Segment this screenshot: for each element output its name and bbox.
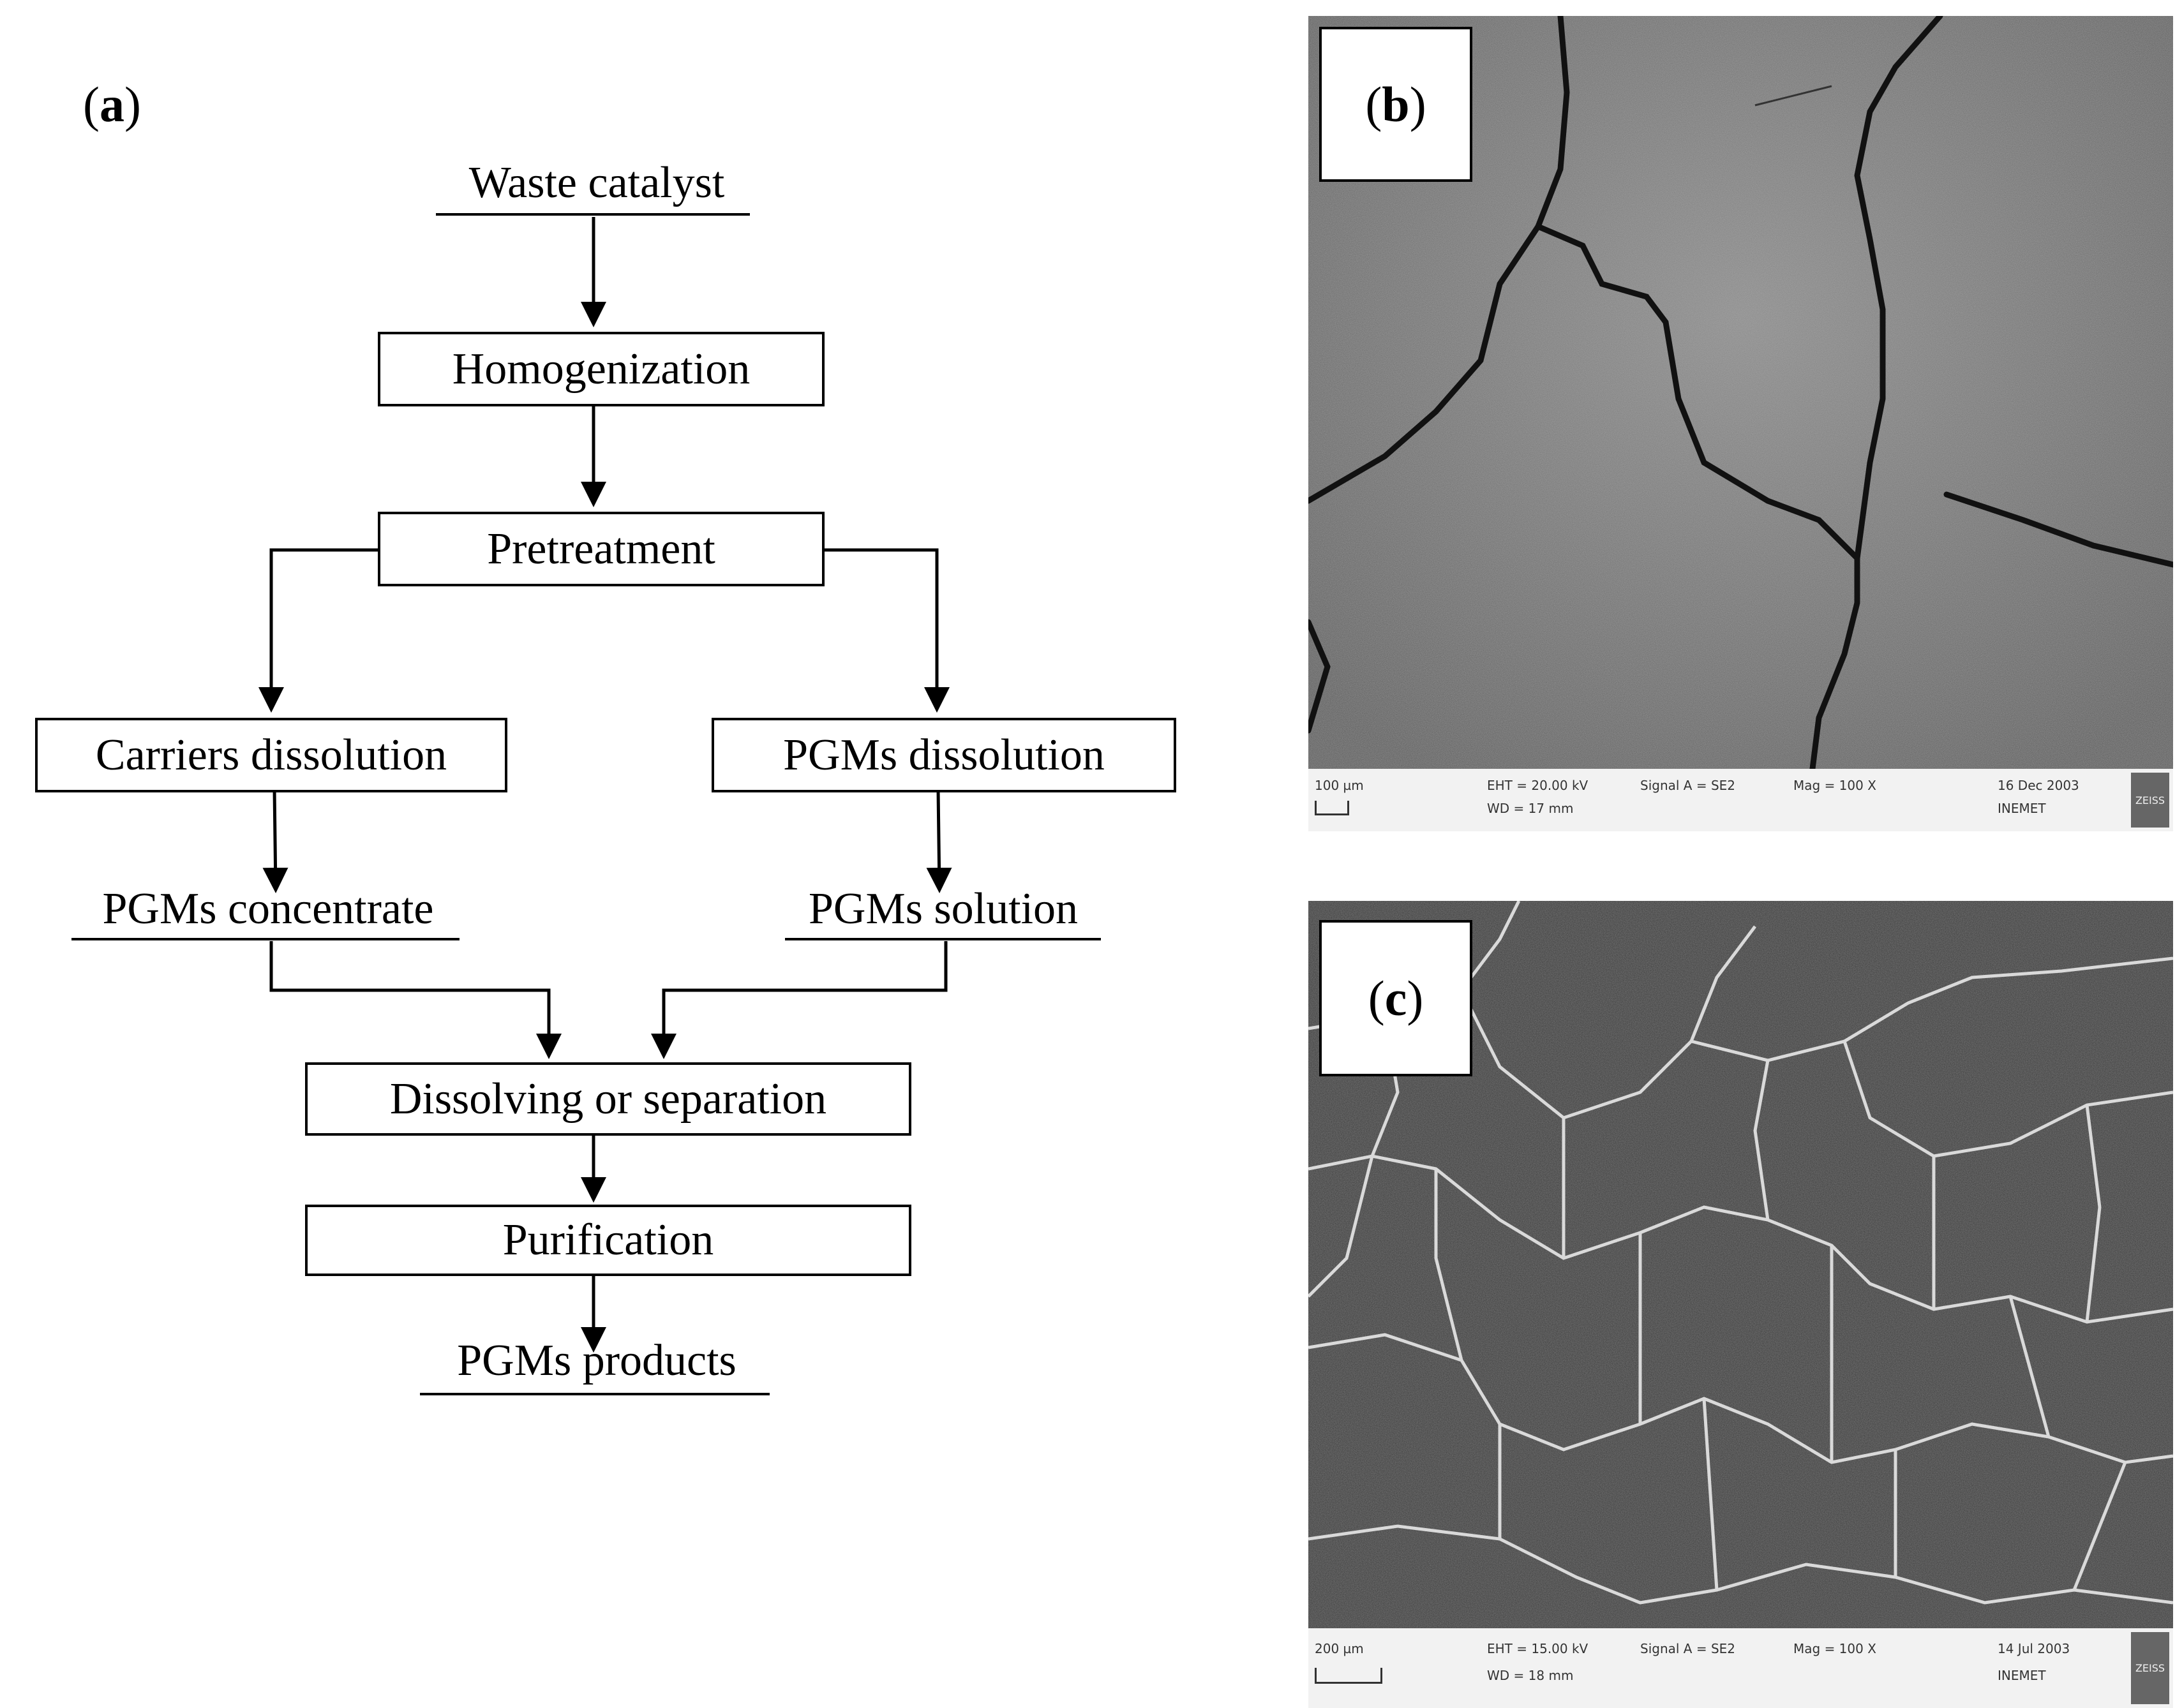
- sem-c-databar: 200 µm EHT = 15.00 kV WD = 18 mm Signal …: [1308, 1628, 2173, 1708]
- arrow-pretreat-carriers: [258, 548, 378, 713]
- panel-a-label: (a): [83, 80, 141, 130]
- pgms-solution-underline: [785, 938, 1101, 940]
- sem-b-eht: EHT = 20.00 kV: [1487, 778, 1588, 793]
- paren-open: (: [83, 77, 100, 132]
- sem-b-scalebar: [1315, 801, 1349, 815]
- zeiss-logo-text: ZEISS: [2135, 1662, 2165, 1674]
- panel-c-label: (c): [1319, 920, 1472, 1076]
- homogenization-text: Homogenization: [452, 344, 751, 394]
- sem-b-databar: 100 µm EHT = 20.00 kV WD = 17 mm Signal …: [1308, 769, 2173, 831]
- waste-catalyst-label: Waste catalyst: [468, 158, 725, 207]
- sem-b-org: INEMET: [1998, 801, 2046, 816]
- sem-b-mag: Mag = 100 X: [1793, 778, 1876, 793]
- dissolving-separation-text: Dissolving or separation: [389, 1074, 827, 1124]
- arrow-carriers-concentrate: [262, 789, 288, 893]
- arrow-concentrate-dissolving: [269, 941, 562, 1059]
- dissolving-separation-box: Dissolving or separation: [305, 1062, 911, 1136]
- pgms-concentrate-underline: [71, 938, 460, 940]
- zeiss-logo-text: ZEISS: [2135, 794, 2165, 806]
- panel-letter: b: [1382, 76, 1410, 132]
- panel-letter: c: [1384, 970, 1407, 1026]
- pgms-dissolution-text: PGMs dissolution: [783, 730, 1105, 780]
- pgms-products-underline: [420, 1393, 770, 1395]
- arrow-solution-dissolving: [651, 941, 948, 1059]
- paren-close: ): [1409, 76, 1426, 132]
- sem-c-scale: 200 µm: [1315, 1641, 1364, 1656]
- flow-connectors: [258, 217, 952, 1353]
- pgms-concentrate-label: PGMs concentrate: [102, 884, 434, 933]
- sem-c-date: 14 Jul 2003: [1998, 1641, 2070, 1656]
- sem-image-b: (b) 100 µm EHT = 20.00 kV WD = 17 mm Sig…: [1308, 16, 2173, 831]
- pgms-solution-label: PGMs solution: [808, 884, 1079, 933]
- sem-b-wd: WD = 17 mm: [1487, 801, 1574, 816]
- zeiss-logo: ZEISS: [2131, 773, 2169, 828]
- sem-c-mag: Mag = 100 X: [1793, 1641, 1876, 1656]
- paren-open: (: [1365, 76, 1382, 132]
- sem-b-signal: Signal A = SE2: [1640, 778, 1736, 793]
- paren-close: ): [124, 77, 141, 132]
- sem-b-scale: 100 µm: [1315, 778, 1364, 793]
- sem-c-org: INEMET: [1998, 1668, 2046, 1683]
- carriers-dissolution-text: Carriers dissolution: [95, 730, 447, 780]
- carriers-dissolution-box: Carriers dissolution: [35, 718, 507, 792]
- sem-image-c: (c) 200 µm EHT = 15.00 kV WD = 18 mm Sig…: [1308, 901, 2173, 1708]
- paren-open: (: [1368, 970, 1385, 1026]
- panel-letter: a: [99, 77, 124, 132]
- sem-c-wd: WD = 18 mm: [1487, 1668, 1574, 1683]
- pgms-products-label: PGMs products: [457, 1336, 736, 1385]
- pgms-dissolution-box: PGMs dissolution: [712, 718, 1176, 792]
- paren-close: ): [1407, 970, 1424, 1026]
- sem-b-date: 16 Dec 2003: [1998, 778, 2079, 793]
- sem-c-signal: Signal A = SE2: [1640, 1641, 1736, 1656]
- arrow-pretreat-pgmsdiss: [825, 548, 950, 713]
- purification-text: Purification: [502, 1215, 714, 1265]
- pretreatment-text: Pretreatment: [487, 524, 715, 574]
- zeiss-logo: ZEISS: [2131, 1632, 2169, 1704]
- homogenization-box: Homogenization: [378, 332, 825, 406]
- waste-catalyst-underline: [436, 213, 750, 216]
- panel-b-label: (b): [1319, 27, 1472, 182]
- arrow-pgmsdiss-solution: [926, 789, 952, 893]
- sem-c-eht: EHT = 15.00 kV: [1487, 1641, 1588, 1656]
- sem-c-texture: [1308, 901, 2173, 1628]
- pretreatment-box: Pretreatment: [378, 512, 825, 586]
- purification-box: Purification: [305, 1205, 911, 1276]
- sem-c-scalebar: [1315, 1668, 1382, 1684]
